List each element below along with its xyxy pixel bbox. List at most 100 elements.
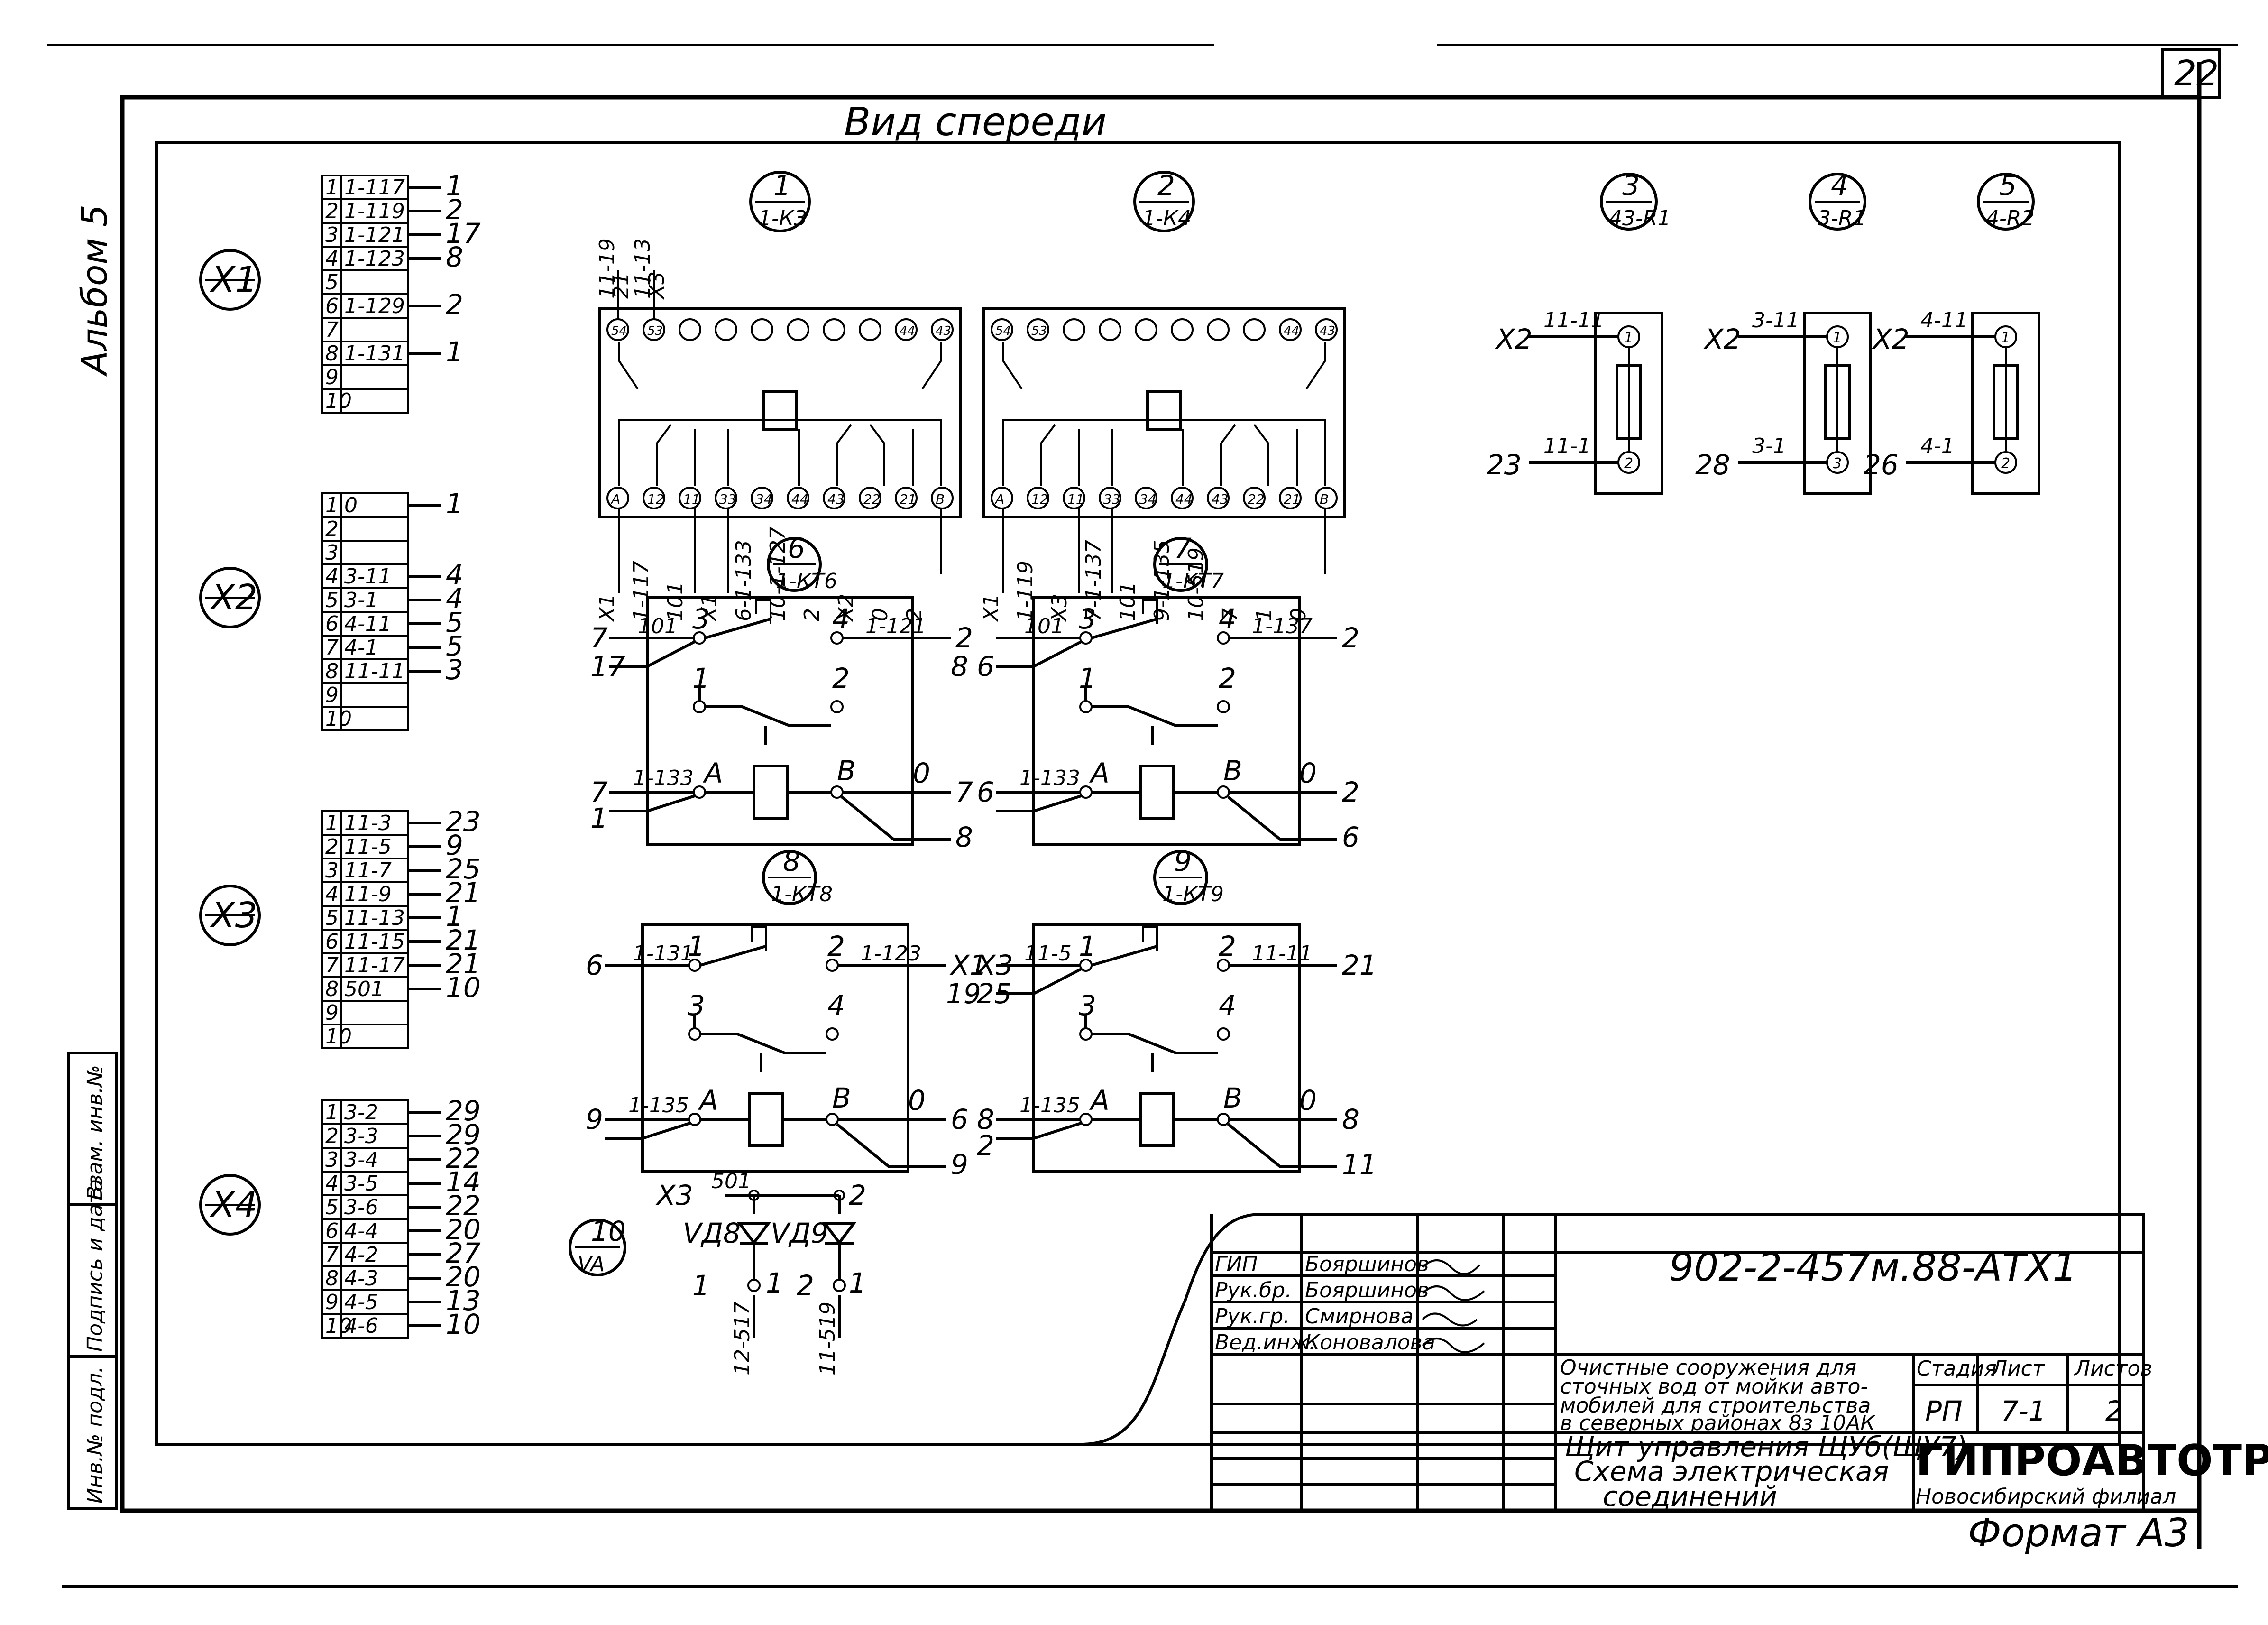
timer-left-wire: 11-5	[1024, 942, 1072, 966]
timer-contact-right	[830, 700, 844, 713]
relay-pin-num: 43	[1212, 491, 1229, 507]
relay-bottom-pin	[715, 487, 737, 509]
terminal-number: 2	[325, 199, 339, 223]
resistor-bottom-wire: 11-1	[1543, 434, 1591, 458]
timer-coil-left: 6	[977, 776, 994, 808]
timer-coil-left-wire: 1-133	[1019, 766, 1080, 790]
role-4: Вед.инж.	[1215, 1330, 1316, 1355]
timer-contact-left	[1079, 1027, 1093, 1041]
relay-top-pin	[715, 318, 737, 341]
timer-left-wire: 1-131	[633, 942, 694, 966]
relay-bottom-label: 101	[663, 582, 688, 621]
terminal-number: 7	[325, 318, 339, 342]
terminal-dest: 5	[446, 630, 463, 662]
terminal-dest: 20	[446, 1261, 481, 1293]
timer-coil-left: 9	[586, 1103, 603, 1136]
relay-top-pin	[1315, 318, 1338, 341]
relay-bottom-pin	[643, 487, 665, 509]
name-3: Смирнова	[1305, 1304, 1414, 1329]
terminal-dest: 27	[446, 1237, 481, 1269]
timer-contact-num: 4	[1219, 989, 1236, 1022]
timer-contact-right	[1217, 700, 1230, 713]
cell-wire	[340, 682, 409, 708]
terminal-wire: 0	[344, 493, 358, 517]
resistor-port: X2	[1495, 323, 1533, 355]
terminal-number: 9	[325, 1290, 339, 1314]
diode-w2: 11-519	[816, 1302, 840, 1376]
relay-bottom-pin	[1279, 487, 1302, 509]
timer-label-9: 91-КТ9	[1153, 845, 1224, 906]
timer-body	[1032, 923, 1301, 1173]
relay-top-label: 11-13	[631, 238, 655, 299]
resistor-label-5-circle	[1977, 173, 2035, 231]
relay-pin-num: А	[610, 491, 620, 507]
cell-wire	[340, 1024, 409, 1049]
relay-bottom-label: 7	[1218, 608, 1242, 621]
terminal-dest: 10	[446, 971, 481, 1004]
relay-pin-num: 21	[1284, 491, 1301, 507]
timer-coil-circuit	[605, 1118, 946, 1168]
diode-w1: 12-517	[730, 1302, 754, 1376]
sheet-value: 7-1	[2001, 1395, 2046, 1427]
timer-coil	[753, 765, 789, 820]
terminal-number: 1	[325, 493, 339, 517]
timer-mid-contact	[1084, 1015, 1218, 1072]
resistor-label-3-ref: 43-R1	[1609, 206, 1671, 231]
timer-contact-num: 4	[1219, 603, 1236, 635]
terminal-number: 2	[325, 835, 339, 859]
terminal-number: 10	[325, 389, 352, 413]
relay-top-pin	[1279, 318, 1302, 341]
terminal-dest: 23	[446, 805, 481, 838]
format-label: Формат А3	[1968, 1511, 2189, 1556]
relay-bottom-label: 2	[800, 608, 824, 621]
timer-delay-symbol	[751, 926, 767, 951]
relay-top-label: X3	[645, 271, 669, 300]
timer-coil-a	[1079, 1113, 1093, 1126]
diode-node	[748, 1190, 760, 1201]
resistor-bottom-wire: 4-1	[1920, 434, 1955, 458]
terminal-wire: 11-17	[344, 953, 405, 978]
relay-top-pin	[895, 318, 918, 341]
timer-top-circuit	[996, 618, 1337, 639]
block-label-X1	[199, 249, 261, 311]
terminal-wire: 1-117	[344, 175, 405, 200]
timer-label-9-circle	[1153, 850, 1208, 905]
stamp-inv-dup: Взам. инв.№	[83, 1065, 107, 1200]
cell-wire	[340, 540, 409, 565]
diode-out2: 2	[797, 1269, 814, 1302]
role-1: ГИП	[1215, 1252, 1258, 1276]
sheet-name-3: соединений	[1603, 1480, 1777, 1513]
resistor-pin-num: 2	[1624, 455, 1633, 472]
relay-bottom-label: X1	[979, 594, 1003, 622]
diode-a: VД8	[683, 1217, 741, 1249]
diode-b: VД9	[771, 1217, 828, 1249]
resistor-top-wire: 4-11	[1920, 308, 1968, 332]
relay-top-pin	[787, 318, 809, 341]
timer-label-8-circle	[762, 850, 817, 905]
terminal-dest: 1	[446, 336, 463, 368]
timer-left-dest: 6	[586, 949, 603, 981]
terminal-number: 2	[325, 517, 339, 541]
resistor-top-wire: 11-11	[1543, 308, 1604, 332]
resistor-label-3: 343-R1	[1600, 169, 1671, 231]
terminal-dest: 3	[446, 654, 463, 686]
timer-coil-left2: 2	[977, 1129, 994, 1162]
terminal-number: 8	[325, 342, 339, 366]
terminal-dest: 10	[446, 1308, 481, 1340]
relay-label-2-ref: 1-К4	[1142, 206, 1191, 231]
terminal-number: 6	[325, 1219, 339, 1243]
timer-contact-num: 2	[1219, 930, 1236, 962]
timer-coil-b-label: В	[1223, 1082, 1242, 1114]
relay-bottom-label: 6-1-133	[732, 540, 756, 621]
relay-bottom-pin	[751, 487, 773, 509]
cell-wire	[340, 317, 409, 342]
timer-coil	[1139, 1092, 1175, 1147]
timer-right-dest: 2	[1342, 622, 1359, 654]
timer-mid-contact	[693, 1015, 826, 1072]
timer-coil-b	[1217, 785, 1230, 799]
timer-left-branch	[996, 968, 1082, 995]
terminal-dest: 1	[446, 170, 463, 202]
